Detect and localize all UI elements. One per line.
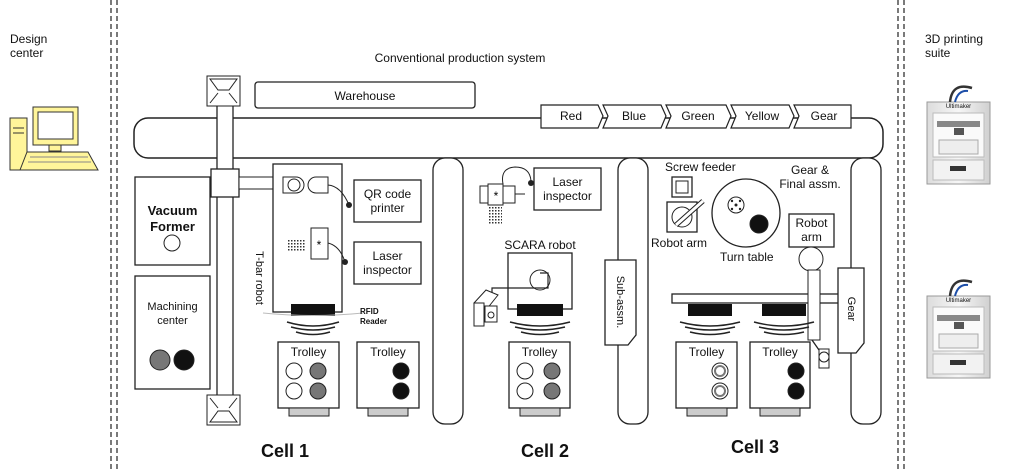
t-bar-robot xyxy=(206,75,282,426)
trolley-cell3-b xyxy=(749,341,811,417)
cell1-title: Cell 1 xyxy=(260,441,310,461)
cell3-title: Cell 3 xyxy=(730,437,780,457)
zone-separator-left xyxy=(110,0,118,470)
scara-robot-label: SCARA robot xyxy=(504,238,576,252)
warehouse-box xyxy=(254,81,476,109)
station-tag-red: Red xyxy=(559,109,582,123)
rfid-sensor-cell3-b xyxy=(753,304,815,336)
gear-final-label: Gear & Final assm. xyxy=(779,163,841,191)
screw-feeder-label: Screw feeder xyxy=(665,160,736,174)
cell1-station: * xyxy=(262,163,364,336)
gear-label: Gear xyxy=(845,296,857,322)
trolley-label-cell2: Trolley xyxy=(521,345,558,359)
svg-text:*: * xyxy=(317,238,322,252)
trolley-label-cell3-a: Trolley xyxy=(688,345,725,359)
trolley-cell1-a xyxy=(277,341,340,417)
vacuum-former-label: Vacuum Former xyxy=(147,203,198,234)
machining-center-label: Machining center xyxy=(147,301,198,327)
trolley-label-cell1-a: Trolley xyxy=(290,345,327,359)
robot-arm-left-label: Robot arm xyxy=(651,236,708,250)
printer-brand-top: Ultimaker xyxy=(945,104,972,110)
trolley-cell3-a xyxy=(675,341,738,417)
station-tag-gear: Gear xyxy=(810,109,838,123)
system-title: Conventional production system xyxy=(374,51,546,65)
robot-arm-right xyxy=(788,213,835,369)
robot-arm-left xyxy=(666,199,705,233)
vertical-conveyor-1 xyxy=(432,157,464,425)
trolley-label-cell3-b: Trolley xyxy=(762,345,798,359)
turn-table-label: Turn table xyxy=(720,250,774,264)
printing-suite-label: 3D printing suite xyxy=(925,32,984,60)
3d-printer-icon-top xyxy=(926,85,991,185)
printer-brand-bottom: Ultimaker xyxy=(945,298,972,304)
robot-arm-right-label: Robot arm xyxy=(795,216,828,244)
design-center-label: Design center xyxy=(10,32,48,60)
cell2-title: Cell 2 xyxy=(520,441,570,461)
zone-separator-right xyxy=(897,0,905,470)
vacuum-former xyxy=(134,176,211,266)
trolley-label-cell1-b: Trolley xyxy=(370,345,406,359)
station-tag-green: Green xyxy=(681,109,715,123)
sub-assm-box xyxy=(604,259,637,346)
scara-robot xyxy=(473,252,573,336)
screw-feeder xyxy=(671,176,693,198)
station-tag-yellow: Yellow xyxy=(744,109,780,123)
trolley-cell2 xyxy=(508,341,571,417)
gear-box xyxy=(837,267,865,354)
laser-inspector-box-cell1 xyxy=(353,241,422,285)
t-bar-robot-label: T-bar robot xyxy=(253,251,265,305)
3d-printer-icon-bottom xyxy=(926,279,991,379)
rfid-reader-label: RFID Reader xyxy=(360,307,388,326)
laser-inspector-cell2: * xyxy=(479,166,602,224)
turn-table xyxy=(711,178,781,248)
sub-assm-label: Sub-assm. xyxy=(614,275,626,329)
rfid-sensor-cell3-a xyxy=(679,304,741,336)
color-station-tags xyxy=(540,104,852,129)
qr-printer-box xyxy=(353,179,422,223)
trolley-cell1-b xyxy=(356,341,420,417)
laser-inspector-label-cell1: Laser inspector xyxy=(363,249,412,277)
computer-icon xyxy=(9,106,99,171)
station-tag-blue: Blue xyxy=(621,109,647,123)
warehouse-label: Warehouse xyxy=(334,89,396,103)
svg-text:*: * xyxy=(494,189,499,203)
laser-inspector-label-cell2: Laser inspector xyxy=(543,175,592,203)
machining-center xyxy=(134,275,211,390)
qr-printer-label: QR code printer xyxy=(363,187,412,215)
